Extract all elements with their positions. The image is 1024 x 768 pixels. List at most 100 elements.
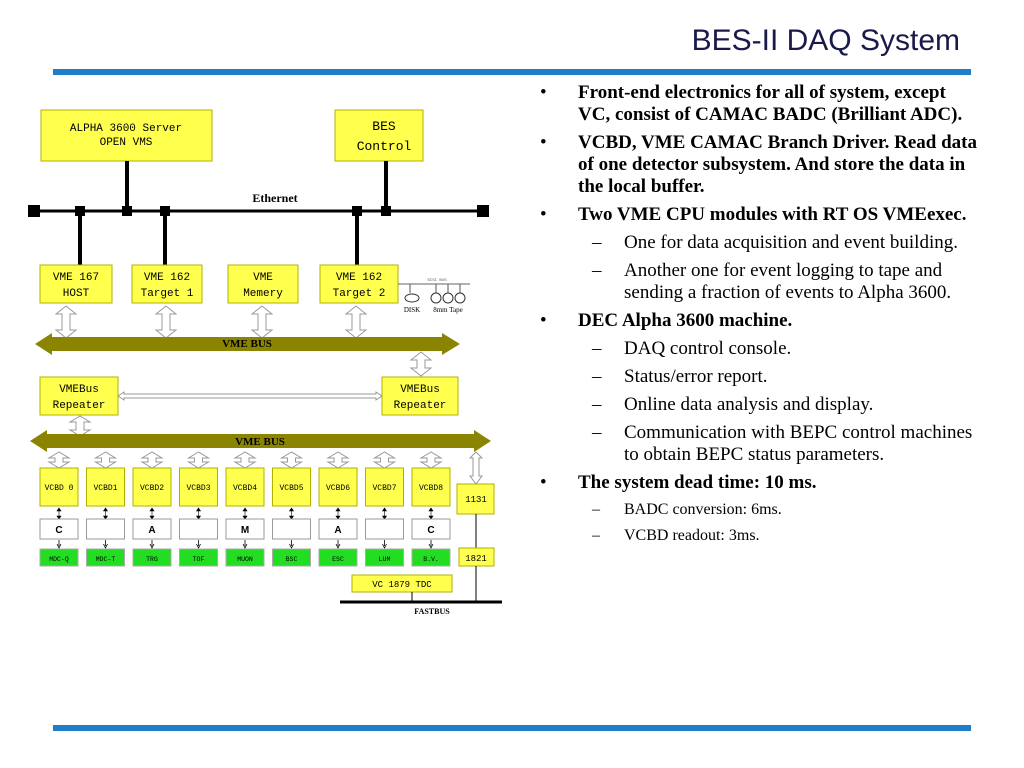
vme-module-target1[interactable]: VME 162 Target 1 bbox=[131, 264, 203, 304]
vcbd-box[interactable] bbox=[318, 467, 358, 507]
module-1821[interactable]: 1821 bbox=[458, 547, 495, 567]
camac-crate[interactable] bbox=[132, 518, 172, 540]
vcbd-box[interactable] bbox=[132, 467, 172, 507]
vme-module-target2[interactable]: VME 162 Target 2 bbox=[319, 264, 399, 304]
vcbd-label: VCBD3 bbox=[186, 484, 210, 493]
detector-label: MDC-Q bbox=[49, 556, 69, 563]
svg-text:VME 162: VME 162 bbox=[144, 272, 190, 284]
vme-module-memory[interactable]: VME Memery bbox=[227, 264, 299, 304]
vcbd-label: VCBD6 bbox=[326, 484, 350, 493]
svg-text:VME 162: VME 162 bbox=[336, 272, 382, 284]
detector-box[interactable] bbox=[179, 548, 218, 567]
bullet-item: •The system dead time: 10 ms. bbox=[540, 472, 817, 493]
bes-control-box[interactable] bbox=[334, 109, 424, 162]
bottom-rule bbox=[53, 725, 971, 731]
svg-text:1131: 1131 bbox=[465, 495, 487, 505]
bullet-text: The system dead time: 10 ms. bbox=[578, 472, 817, 493]
svg-text:HOST: HOST bbox=[63, 288, 90, 300]
svg-text:Target 2: Target 2 bbox=[333, 288, 386, 300]
tdc-module[interactable]: VC 1879 TDC bbox=[351, 574, 453, 593]
bullet-item: –One for data acquisition and event buil… bbox=[592, 232, 958, 253]
bullet-item: •Front-end electronics for all of system… bbox=[540, 82, 963, 125]
vcbd-box[interactable] bbox=[225, 467, 265, 507]
svg-text:1821: 1821 bbox=[465, 554, 487, 564]
detector-label: B.V. bbox=[423, 556, 439, 563]
disk-label: DISK bbox=[404, 306, 420, 314]
bullet-text: BADC conversion: 6ms. bbox=[624, 501, 782, 518]
bullet-item: –BADC conversion: 6ms. bbox=[592, 501, 782, 518]
camac-letter: M bbox=[241, 525, 249, 536]
vcbd-label: VCBD4 bbox=[233, 484, 257, 493]
repeater-left[interactable]: VMEBus Repeater bbox=[39, 376, 119, 416]
vcbd-box[interactable] bbox=[39, 467, 79, 507]
server-box[interactable] bbox=[40, 109, 213, 162]
svg-text:Memery: Memery bbox=[243, 288, 283, 300]
camac-crate[interactable] bbox=[225, 518, 265, 540]
detector-label: MUON bbox=[237, 556, 253, 563]
bullet-text: Front-end electronics for all of system,… bbox=[578, 82, 963, 125]
bullet-item: –Online data analysis and display. bbox=[592, 394, 874, 415]
vcbd-box[interactable] bbox=[365, 467, 404, 507]
bullet-item: •VCBD, VME CAMAC Branch Driver. Read dat… bbox=[540, 132, 977, 197]
bullet-text: Communication with BEPC control machines… bbox=[624, 422, 973, 465]
bullet-item: •Two VME CPU modules with RT OS VMEexec. bbox=[540, 204, 967, 225]
vme-bus-2 bbox=[30, 430, 491, 452]
camac-letter: C bbox=[55, 525, 62, 536]
detector-box[interactable] bbox=[86, 548, 125, 567]
vme-bus-1 bbox=[35, 333, 460, 355]
camac-crate[interactable] bbox=[411, 518, 451, 540]
vcbd-box[interactable] bbox=[179, 467, 218, 507]
bullet-text: Status/error report. bbox=[624, 366, 768, 387]
daq-diagram: ALPHA 3600 Server OPEN VMS BES Control E… bbox=[28, 109, 502, 616]
detector-box[interactable] bbox=[365, 548, 404, 567]
detector-label: LUM bbox=[379, 556, 391, 563]
camac-crate[interactable] bbox=[272, 518, 311, 540]
vcbd-label: VCBD8 bbox=[419, 484, 443, 493]
vcbd-box[interactable] bbox=[86, 467, 125, 507]
detector-box[interactable] bbox=[272, 548, 311, 567]
svg-text:Repeater: Repeater bbox=[394, 400, 447, 412]
vme-module-host[interactable]: VME 167 HOST bbox=[39, 264, 113, 304]
detector-box[interactable] bbox=[39, 548, 79, 567]
bullet-item: •DEC Alpha 3600 machine. bbox=[540, 310, 793, 331]
bullet-text: VCBD, VME CAMAC Branch Driver. Read data… bbox=[578, 132, 977, 197]
vme-bus-2-label: VME BUS bbox=[235, 436, 285, 448]
bullet-text: VCBD readout: 3ms. bbox=[624, 527, 760, 544]
tape-label: 8mm Tape bbox=[433, 306, 463, 314]
camac-crate[interactable] bbox=[39, 518, 79, 540]
slide-title: BES-II DAQ System bbox=[691, 24, 960, 57]
bullet-text: DEC Alpha 3600 machine. bbox=[578, 310, 793, 331]
camac-crate[interactable] bbox=[365, 518, 404, 540]
bullet-list: •Front-end electronics for all of system… bbox=[538, 82, 978, 552]
camac-crate[interactable] bbox=[179, 518, 218, 540]
bullet-item: –DAQ control console. bbox=[592, 338, 792, 359]
fastbus-label: FASTBUS bbox=[414, 607, 450, 616]
bullet-item: –Another one for event logging to tape a… bbox=[592, 260, 952, 303]
vcbd-box[interactable] bbox=[272, 467, 311, 507]
detector-box[interactable] bbox=[132, 548, 172, 567]
bullet-text: DAQ control console. bbox=[624, 338, 792, 359]
server-label-2: OPEN VMS bbox=[100, 137, 153, 149]
svg-text:Target 1: Target 1 bbox=[141, 288, 194, 300]
vcbd-box[interactable] bbox=[411, 467, 451, 507]
vcbd-label: VCBD5 bbox=[279, 484, 303, 493]
camac-crate[interactable] bbox=[318, 518, 358, 540]
detector-box[interactable] bbox=[318, 548, 358, 567]
camac-crate[interactable] bbox=[86, 518, 125, 540]
detector-box[interactable] bbox=[411, 548, 451, 567]
svg-text:Repeater: Repeater bbox=[53, 400, 106, 412]
svg-text:VMEBus: VMEBus bbox=[400, 384, 440, 396]
detector-label: ESC bbox=[332, 556, 344, 563]
bullet-text: One for data acquisition and event build… bbox=[624, 232, 958, 253]
vcbd-label: VCBD1 bbox=[93, 484, 117, 493]
repeater-right[interactable]: VMEBus Repeater bbox=[381, 376, 459, 416]
scsi-peripherals: SCSI BUS DISK 8mm Tape bbox=[398, 279, 470, 314]
detector-box[interactable] bbox=[225, 548, 265, 567]
bes-control-label-1: BES bbox=[372, 119, 396, 134]
bullet-item: –Communication with BEPC control machine… bbox=[592, 422, 973, 465]
top-rule bbox=[53, 69, 971, 75]
module-1131[interactable]: 1131 bbox=[456, 483, 495, 515]
